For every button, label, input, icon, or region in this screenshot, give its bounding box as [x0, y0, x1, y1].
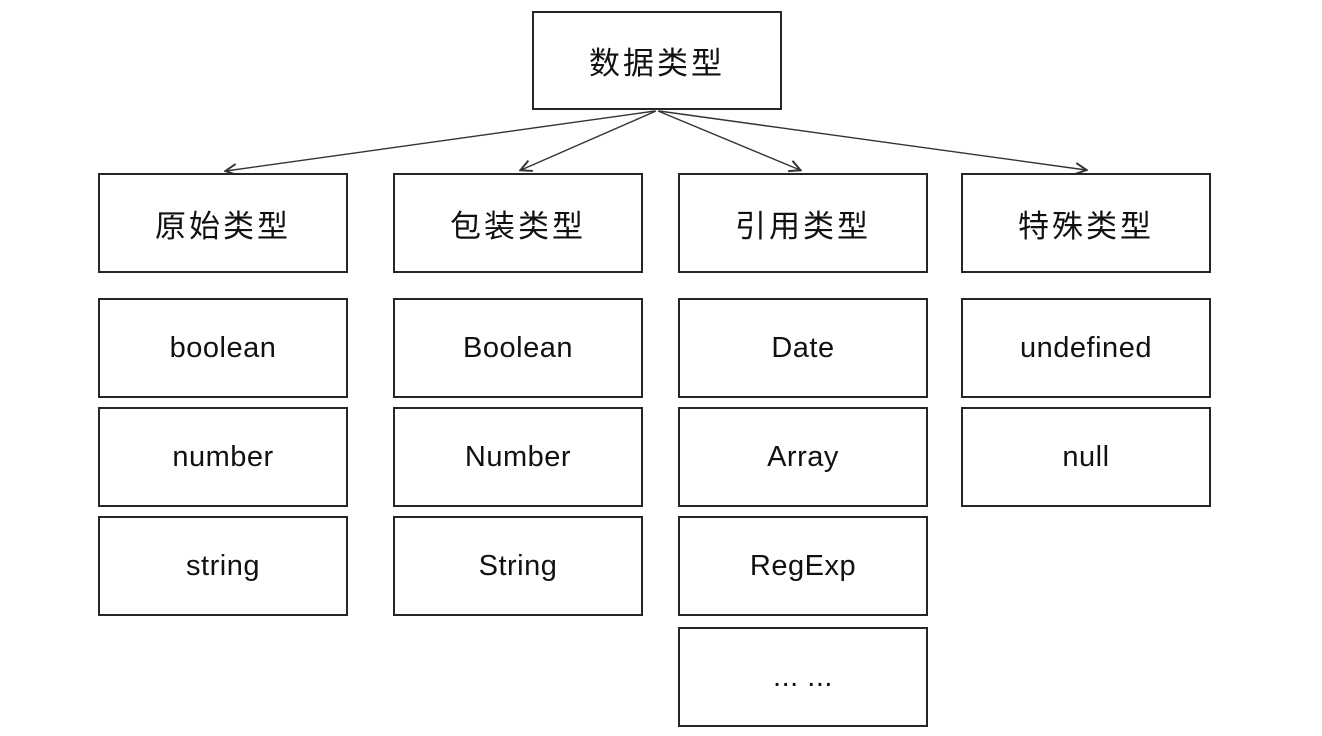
node-leaf-RegExp: RegExp	[678, 516, 928, 616]
node-category-wrapper: 包装类型	[393, 173, 643, 273]
node-leaf-string: string	[98, 516, 348, 616]
node-root: 数据类型	[532, 11, 782, 110]
arrow-root-to-primitive	[226, 110, 656, 171]
arrow-root-to-wrapper	[521, 110, 657, 170]
arrow-root-to-reference	[657, 110, 800, 170]
node-leaf-Date: Date	[678, 298, 928, 398]
arrow-root-to-special	[658, 110, 1086, 170]
node-leaf-label: Array	[767, 440, 839, 473]
node-leaf-Number: Number	[393, 407, 643, 507]
node-category-label: 特殊类型	[1018, 208, 1154, 244]
node-leaf-number: number	[98, 407, 348, 507]
node-category-special: 特殊类型	[961, 173, 1211, 273]
node-leaf-label: number	[172, 440, 274, 473]
node-leaf-null: null	[961, 407, 1211, 507]
node-leaf-label: undefined	[1020, 331, 1152, 364]
node-leaf-undefined: undefined	[961, 298, 1211, 398]
node-leaf-label: Boolean	[463, 331, 573, 364]
node-category-label: 原始类型	[155, 208, 291, 244]
node-leaf-Boolean: Boolean	[393, 298, 643, 398]
node-category-primitive: 原始类型	[98, 173, 348, 273]
node-category-reference: 引用类型	[678, 173, 928, 273]
node-category-label: 包装类型	[450, 208, 586, 244]
node-leaf-Array: Array	[678, 407, 928, 507]
node-leaf-label: boolean	[169, 331, 277, 364]
node-leaf-label: Date	[771, 331, 835, 364]
node-leaf-label: RegExp	[749, 549, 857, 582]
node-leaf-label: null	[1062, 440, 1110, 473]
node-category-label: 引用类型	[735, 208, 871, 244]
node-leaf-label: string	[186, 549, 260, 582]
node-leaf-boolean: boolean	[98, 298, 348, 398]
node-leaf-String: String	[393, 516, 643, 616]
node-leaf-ellipsis: ... ...	[678, 627, 928, 727]
node-leaf-label: String	[478, 549, 558, 582]
node-leaf-label: Number	[464, 440, 572, 473]
node-leaf-label: ... ...	[773, 660, 833, 693]
node-root-label: 数据类型	[589, 46, 725, 81]
